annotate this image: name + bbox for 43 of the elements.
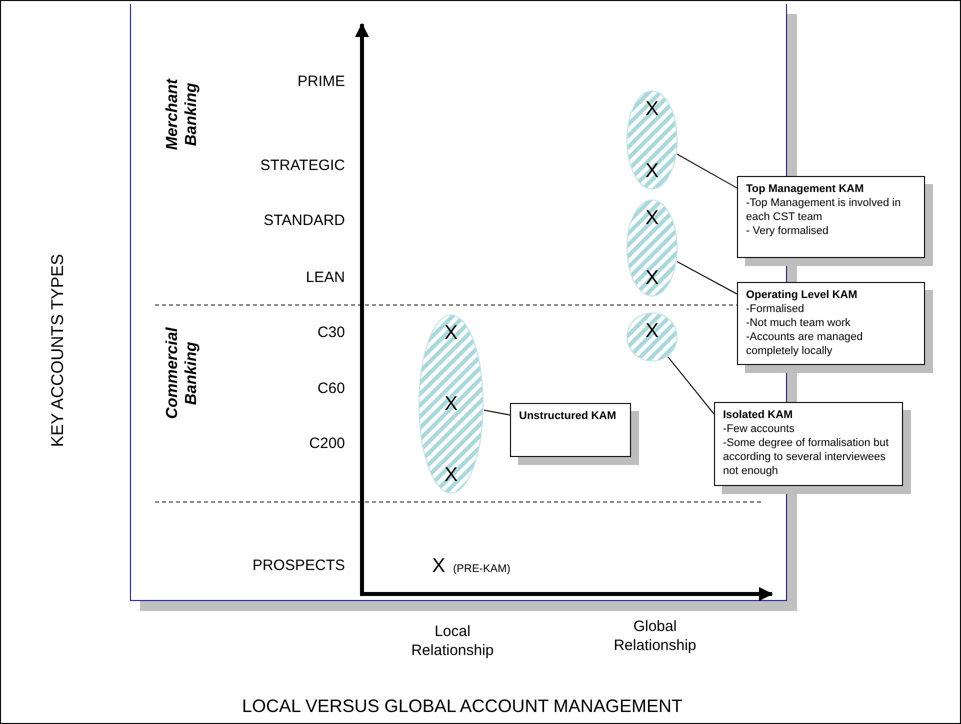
row-label: C60 xyxy=(317,380,345,397)
callout-text: -Top Management is involved in each CST team xyxy=(746,196,902,224)
hatched-ellipse xyxy=(626,199,678,297)
position-mark: X xyxy=(645,267,659,289)
position-mark: X xyxy=(645,320,659,342)
position-mark: X xyxy=(444,393,458,415)
position-mark: X xyxy=(444,322,458,344)
row-label: C30 xyxy=(317,324,345,341)
callout-text: -Formalised xyxy=(746,302,806,316)
callout-text: -Accounts are managed completely locally xyxy=(746,330,864,358)
callout-heading: Unstructured KAM xyxy=(519,409,618,423)
leader-line xyxy=(667,356,714,414)
axis-title: KEY ACCOUNTS TYPES xyxy=(48,252,68,449)
row-label: LEAN xyxy=(306,269,345,286)
callout-heading: Operating Level KAM xyxy=(746,288,858,302)
position-mark: X xyxy=(645,207,659,229)
callout-heading: Isolated KAM xyxy=(723,408,794,422)
hatched-ellipse xyxy=(418,314,484,494)
hatched-ellipse xyxy=(626,312,678,362)
callout-text: - Very formalised xyxy=(746,224,830,238)
hatched-ellipse xyxy=(626,90,678,190)
leader-line xyxy=(676,154,738,188)
leader-line xyxy=(676,261,738,294)
axis-category-label: Global Relationship xyxy=(612,617,698,655)
caption: LOCAL VERSUS GLOBAL ACCOUNT MANAGEMENT xyxy=(242,696,682,717)
callout-text: -Not much team work xyxy=(746,316,852,330)
position-mark: X xyxy=(645,160,659,182)
row-label: PROSPECTS xyxy=(252,557,345,574)
callout-text: -Few accounts xyxy=(723,422,796,436)
callout-text: -Some degree of formalisation but according to several interviewees not enough xyxy=(723,436,890,478)
group-label: Merchant Banking xyxy=(163,77,201,152)
row-label: STANDARD xyxy=(264,212,345,229)
group-label: Commercial Banking xyxy=(163,326,201,421)
row-label: C200 xyxy=(309,435,345,452)
row-label: STRATEGIC xyxy=(260,157,345,174)
mark-note: (PRE-KAM) xyxy=(453,563,510,575)
position-mark: X xyxy=(645,98,659,120)
row-label: PRIME xyxy=(297,73,345,90)
leader-line xyxy=(483,410,510,416)
position-mark: X xyxy=(444,464,458,486)
position-mark: X xyxy=(432,555,446,578)
callout-heading: Top Management KAM xyxy=(746,182,865,196)
axis-category-label: Local Relationship xyxy=(410,622,495,660)
